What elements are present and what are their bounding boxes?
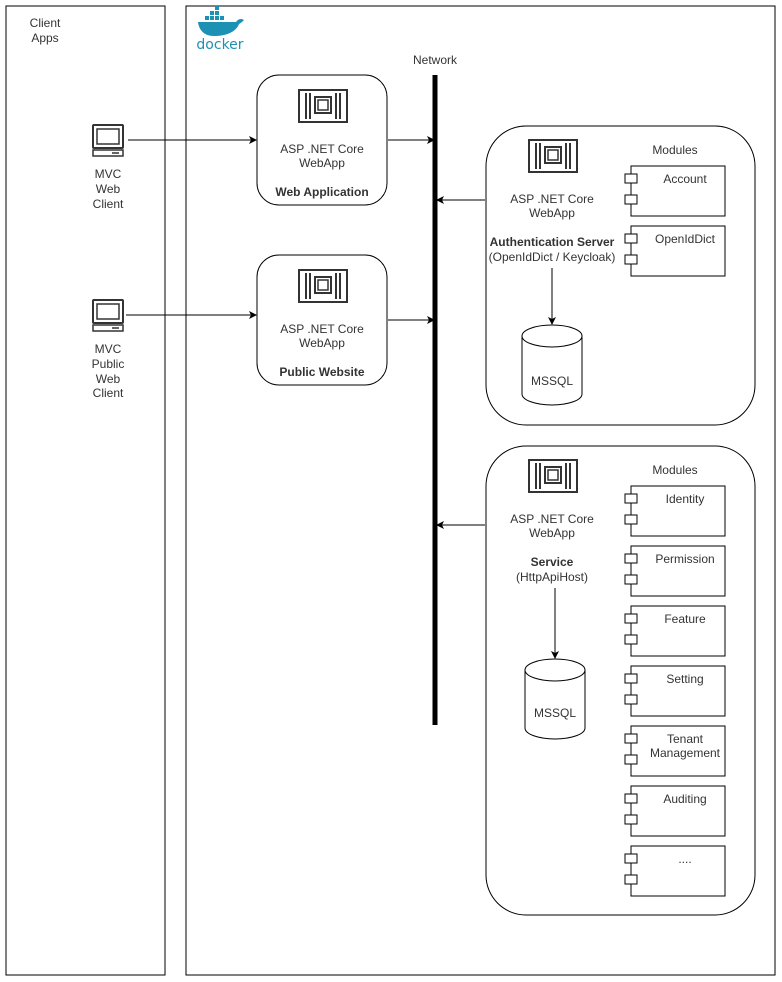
modules-label: Modules [652,463,697,477]
component-port-icon [624,634,638,645]
client-apps-lane: Client Apps [5,5,166,976]
component-port-icon [624,173,638,184]
client-label-line: MVC [95,167,122,181]
client-label-line: MVC [95,342,122,356]
module-label: Permission [655,552,714,566]
mvc-web-client: MVC Web Client [92,124,124,211]
database-label: MSSQL [534,706,576,720]
modules-label: Modules [652,143,697,157]
service-group: ASP .NET Core WebApp Service (HttpApiHos… [485,445,756,916]
node-title: Authentication Server [490,235,615,249]
module-label: Account [663,172,707,186]
component-port-icon [624,754,638,765]
service-modules-list: IdentityPermissionFeatureSettingTenantMa… [624,485,726,897]
module-label: .... [678,852,691,866]
module-box [630,845,726,897]
component-port-icon [624,553,638,564]
module-box [630,165,726,217]
public-website-box [256,254,388,386]
component-port-icon [624,613,638,624]
module-box [630,605,726,657]
module-box [630,225,726,277]
module-component: .... [624,845,726,897]
tech-label: WebApp [529,526,575,540]
client-apps-container [5,5,166,976]
node-subtitle: (OpenIdDict / Keycloak) [489,250,616,264]
module-label: Management [650,746,721,760]
component-port-icon [624,574,638,585]
mvc-public-web-client: MVC Public Web Client [92,299,125,400]
client-label-line: Client [93,386,124,400]
docker-logo-text: docker [196,37,243,53]
database-label: MSSQL [531,374,573,388]
node-title: Web Application [275,185,368,199]
node-subtitle: (HttpApiHost) [516,570,588,584]
web-application-node: ASP .NET Core WebApp Web Application [256,74,388,206]
network-label: Network [413,53,458,67]
web-application-box [256,74,388,206]
component-port-icon [624,694,638,705]
component-port-icon [624,514,638,525]
module-component: Identity [624,485,726,537]
module-box [630,665,726,717]
tech-label: ASP .NET Core [510,192,594,206]
module-component: Feature [624,605,726,657]
module-label: OpenIdDict [655,232,716,246]
client-apps-title-line2: Apps [31,31,58,45]
tech-label: WebApp [299,336,345,350]
component-port-icon [624,793,638,804]
module-box [630,485,726,537]
client-label-line: Web [96,372,121,386]
chip-icon [528,139,578,173]
connectors [126,136,485,529]
chip-icon [528,459,578,493]
component-port-icon [624,233,638,244]
node-title: Public Website [279,365,364,379]
network-bus: Network [413,53,458,725]
module-label: Auditing [663,792,706,806]
docker-whale-icon [198,6,244,36]
tech-label: WebApp [299,156,345,170]
module-component: Account [624,165,726,217]
component-port-icon [624,874,638,885]
tech-label: WebApp [529,206,575,220]
computer-icon [92,299,124,332]
module-label: Feature [664,612,706,626]
chip-icon [298,269,348,303]
module-component: Auditing [624,785,726,837]
database-icon [521,324,583,406]
component-port-icon [624,814,638,825]
client-apps-title-line1: Client [30,16,61,30]
module-box [630,545,726,597]
component-port-icon [624,673,638,684]
public-website-node: ASP .NET Core WebApp Public Website [256,254,388,386]
tech-label: ASP .NET Core [280,322,364,336]
component-port-icon [624,493,638,504]
database-icon [524,658,586,740]
component-port-icon [624,254,638,265]
module-label: Identity [666,492,705,506]
component-port-icon [624,733,638,744]
module-component: Setting [624,665,726,717]
client-label-line: Client [93,197,124,211]
module-component: Permission [624,545,726,597]
module-label: Tenant [667,732,704,746]
component-port-icon [624,194,638,205]
module-box [630,785,726,837]
node-title: Service [531,555,574,569]
module-component: OpenIdDict [624,225,726,277]
client-label-line: Public [92,357,125,371]
component-port-icon [624,853,638,864]
tech-label: ASP .NET Core [280,142,364,156]
module-box [630,725,726,777]
tech-label: ASP .NET Core [510,512,594,526]
chip-icon [298,89,348,123]
module-label: Setting [666,672,703,686]
auth-server-group: ASP .NET Core WebApp Authentication Serv… [485,125,756,426]
computer-icon [92,124,124,157]
client-label-line: Web [96,182,121,196]
